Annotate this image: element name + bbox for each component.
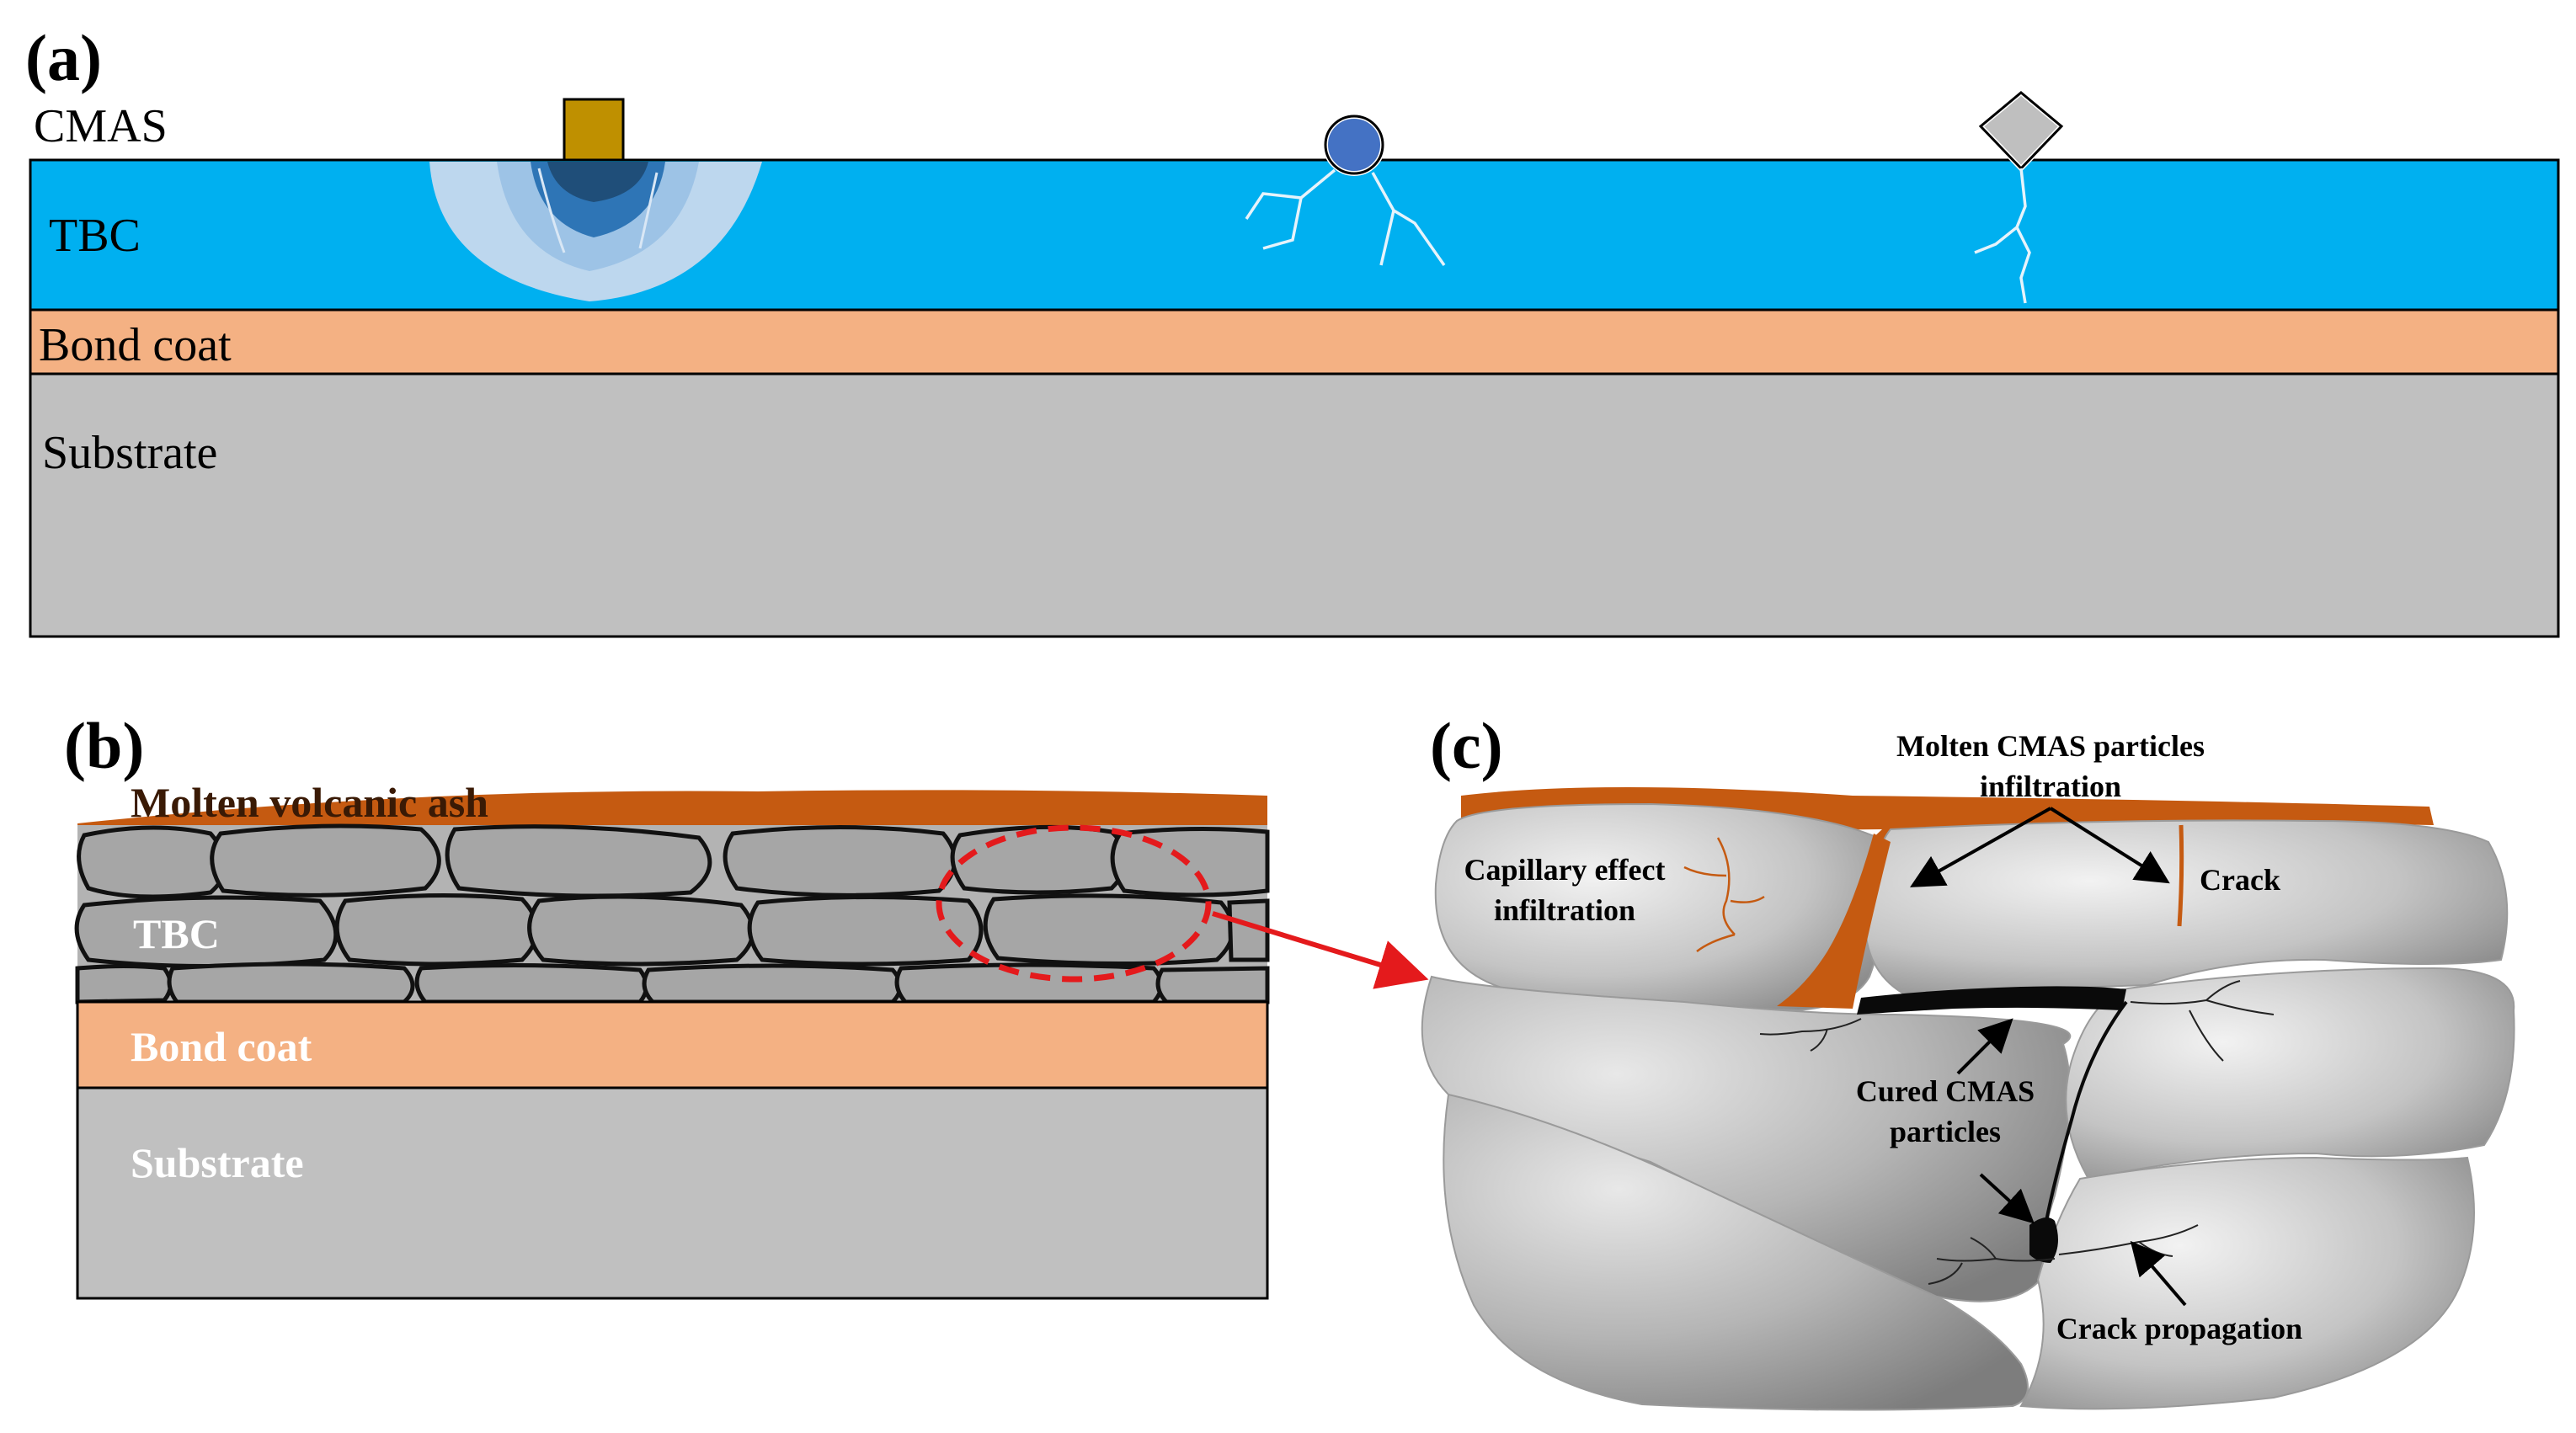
substrate-label: Substrate xyxy=(42,427,217,479)
cmas-diamond-particle xyxy=(1976,89,2066,173)
boundary-infiltration xyxy=(1777,834,1891,1009)
tbc-splats xyxy=(74,823,1270,1004)
grain-bottom-right xyxy=(2019,1156,2475,1410)
molten-ash-layer xyxy=(77,790,1267,829)
arrow-to-infiltration xyxy=(1910,807,2051,887)
crack-propagation-label: Crack propagation xyxy=(2056,1312,2302,1345)
grain-bottom-left xyxy=(1443,1093,2029,1411)
cured-cmas-spot xyxy=(2029,1217,2058,1263)
cured-cmas-band xyxy=(1857,986,2126,1015)
molten-cmas-label-line1: Molten CMAS particles xyxy=(1896,729,2205,763)
capillary-label-line2: infiltration xyxy=(1494,893,1635,927)
tbc-label: TBC xyxy=(49,210,141,262)
cmas-square-particle xyxy=(563,98,625,162)
panel-c: (c) xyxy=(1421,709,2515,1411)
grain-middle-right xyxy=(2065,967,2515,1180)
grains xyxy=(1421,802,2515,1411)
cmas-circle-outline xyxy=(1324,115,1384,175)
branching-cracks xyxy=(1759,980,2275,1285)
panel-b-substrate xyxy=(76,1086,1269,1300)
panel-a: (a) CMAS TBC Bond coat Substrate xyxy=(25,21,2560,638)
grain-boundary-crack xyxy=(2045,1000,2128,1222)
panel-a-letter: (a) xyxy=(25,21,102,94)
panel-b-substrate-label: Substrate xyxy=(131,1139,304,1186)
arrow-to-cured-spot xyxy=(1979,1173,2035,1224)
panel-b-letter: (b) xyxy=(64,709,144,782)
zoom-arrow xyxy=(1212,911,1429,989)
zoom-region-circle xyxy=(936,824,1212,983)
substrate-layer xyxy=(29,372,2560,638)
circle-particle-cracks xyxy=(1245,168,1446,267)
arrow-to-crack xyxy=(2049,807,2170,884)
panel-b-tbc-label: TBC xyxy=(133,910,220,957)
arrow-to-propagation xyxy=(2130,1240,2187,1307)
cured-cmas-label-line2: particles xyxy=(1890,1115,2001,1148)
orange-crack xyxy=(2177,824,2184,927)
capillary-label-line1: Capillary effect xyxy=(1464,853,1666,887)
panel-b: (b) Molten volcanic ash T xyxy=(64,709,1429,1300)
bond-coat-label: Bond coat xyxy=(39,319,232,371)
grain-top-right xyxy=(1864,819,2509,995)
panel-b-bond-coat-label: Bond coat xyxy=(131,1023,312,1070)
bond-coat-layer xyxy=(29,308,2560,376)
crack-label: Crack xyxy=(2200,863,2280,897)
cured-cmas-label-line1: Cured CMAS xyxy=(1856,1074,2035,1108)
annotation-arrows xyxy=(1910,807,2187,1307)
molten-ash-label: Molten volcanic ash xyxy=(131,779,488,826)
molten-cmas-label-line2: infiltration xyxy=(1980,770,2121,803)
zone-cracks xyxy=(537,168,659,253)
arrow-to-cured-band xyxy=(1956,1018,2013,1075)
panel-c-letter: (c) xyxy=(1430,709,1503,782)
infiltration-zone-core xyxy=(547,162,648,202)
capillary-cracks xyxy=(1683,837,1765,952)
diamond-particle-crack xyxy=(1974,168,2031,304)
cmas-label: CMAS xyxy=(34,100,168,152)
